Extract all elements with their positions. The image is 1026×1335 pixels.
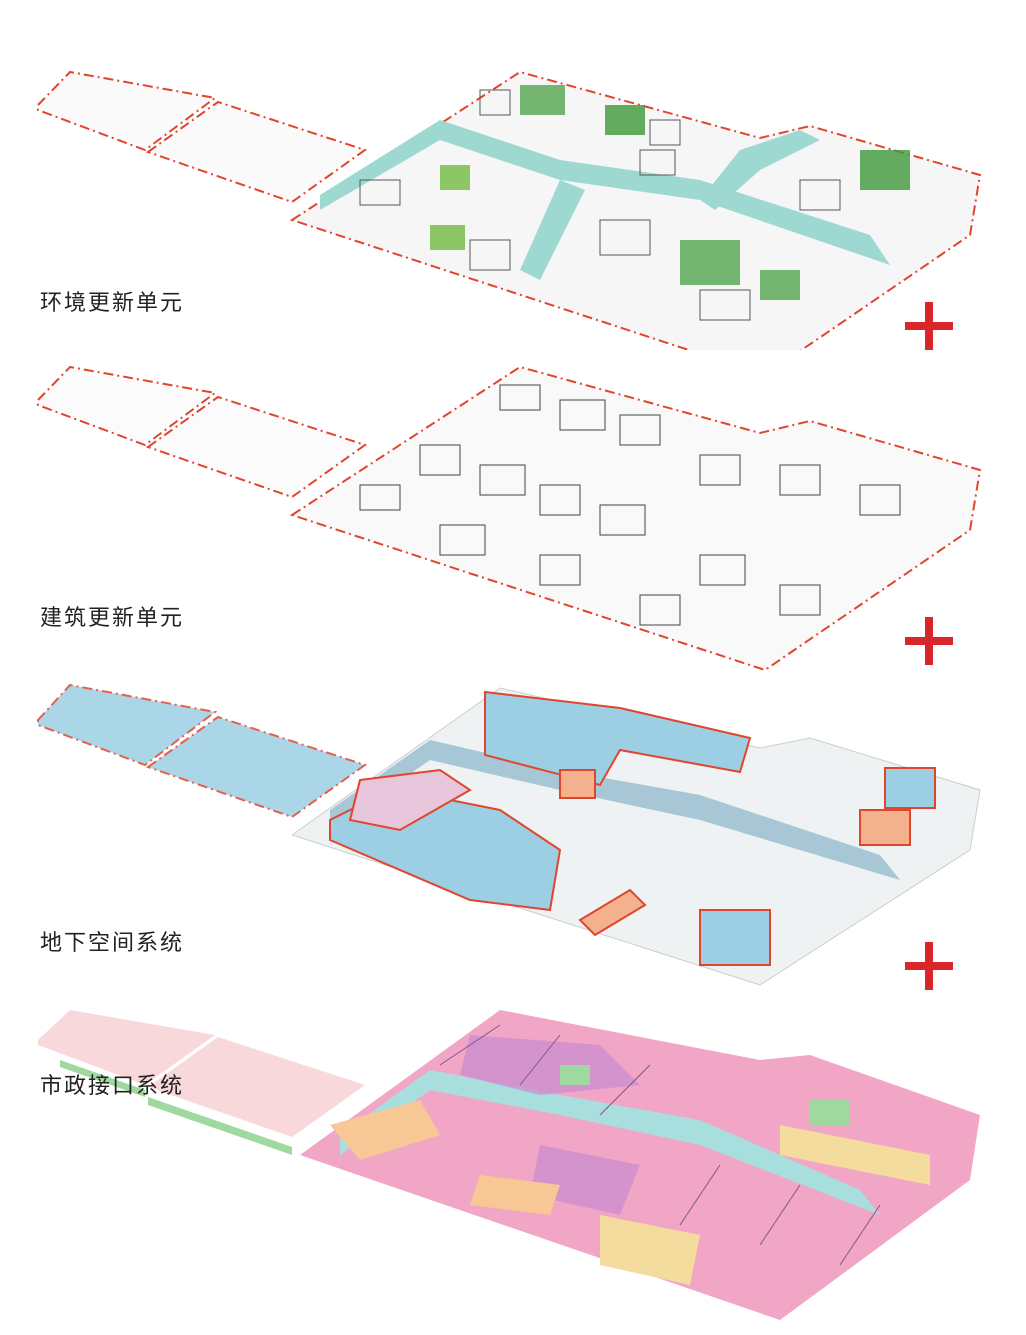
layer-label: 建筑更新单元 — [40, 606, 185, 631]
layer-label: 地下空间系统 — [40, 931, 185, 956]
green-block — [760, 270, 800, 300]
underground-zone-peach — [578, 888, 647, 937]
layer-label: 环境更新单元 — [40, 291, 185, 316]
municipal-zone-yellow — [780, 1125, 930, 1185]
underground-zone-blue — [884, 767, 936, 809]
green-block — [605, 105, 645, 135]
underground-map — [37, 683, 981, 986]
parcel-left-1 — [37, 365, 218, 447]
plus-icon — [905, 942, 953, 990]
parcel-left-2 — [145, 100, 368, 204]
municipal-zone-green — [810, 1100, 850, 1125]
green-strip — [60, 1060, 145, 1097]
layer-label: 市政接口系统 — [40, 1074, 185, 1099]
municipal-zone-magenta — [460, 1035, 640, 1095]
parcel-left-1 — [37, 70, 218, 152]
layer-environment: 环境更新单元 — [0, 30, 1026, 350]
building-outlines — [359, 89, 841, 321]
plus-icon — [905, 617, 953, 665]
municipal-zone-yellow — [600, 1215, 700, 1285]
plus-icon — [905, 302, 953, 350]
parcel-left-1 — [37, 683, 218, 767]
municipal-grid-lines — [439, 1024, 881, 1266]
parcel-left-2 — [148, 1037, 365, 1137]
underground-zone-peach — [559, 769, 596, 799]
water-branch — [700, 130, 820, 210]
green-block — [520, 85, 565, 115]
green-block — [680, 240, 740, 285]
green-strip — [148, 1097, 292, 1155]
layer-municipal: 市政接口系统 — [0, 1005, 1026, 1335]
layer-building: 建筑更新单元 — [0, 355, 1026, 675]
municipal-zone-magenta — [530, 1145, 640, 1215]
green-block — [430, 225, 465, 250]
building-map — [37, 365, 982, 672]
parcel-left-2 — [145, 715, 368, 819]
municipal-zone-green — [560, 1065, 590, 1085]
municipal-zone-orange — [470, 1175, 560, 1215]
underground-zone-pink — [348, 768, 472, 832]
environment-map — [37, 70, 982, 350]
municipal-map — [38, 1010, 980, 1320]
green-block — [440, 165, 470, 190]
underground-zone-blue — [484, 690, 752, 787]
underground-zone-peach — [859, 809, 911, 846]
underground-zone-blue — [699, 909, 771, 966]
municipal-zone-orange — [330, 1100, 440, 1160]
green-block — [860, 150, 910, 190]
parcel-left-2 — [145, 395, 368, 499]
building-main-map — [289, 365, 982, 672]
parcel-left-1 — [38, 1010, 215, 1085]
building-unit-outlines — [359, 384, 901, 626]
water-branch-2 — [520, 180, 585, 280]
layer-underground: 地下空间系统 — [0, 680, 1026, 1000]
